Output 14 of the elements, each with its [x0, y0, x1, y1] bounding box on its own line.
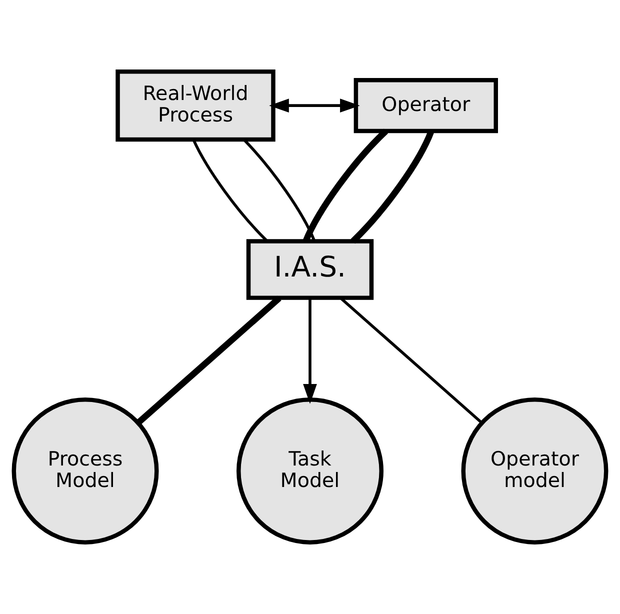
node-box: Operator	[354, 78, 498, 134]
connector	[192, 138, 268, 242]
connector	[136, 296, 282, 426]
connector	[242, 138, 316, 242]
node-box: Real-World Process	[116, 70, 276, 142]
connector	[350, 130, 434, 244]
node-circle: Operator model	[461, 397, 608, 544]
node-box: I.A.S.	[246, 239, 374, 300]
arrow	[303, 298, 317, 404]
arrow	[269, 98, 360, 113]
node-circle: Process Model	[12, 397, 159, 544]
node-circle: Task Model	[236, 397, 384, 544]
connector	[340, 297, 483, 424]
connector	[302, 128, 388, 242]
